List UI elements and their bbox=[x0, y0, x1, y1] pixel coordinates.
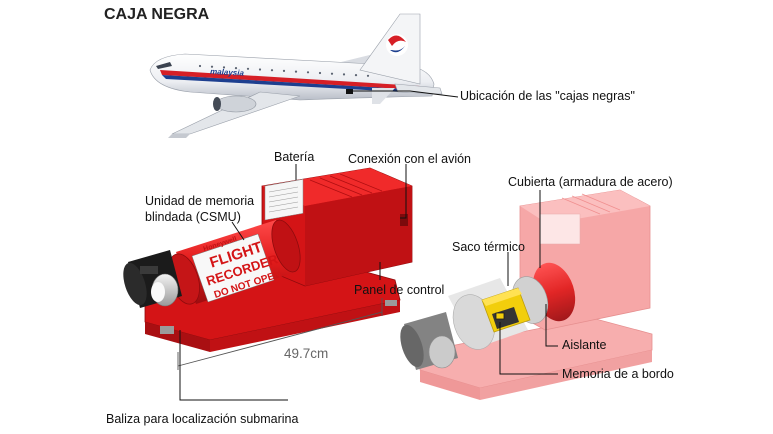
underwater-beacon bbox=[123, 250, 182, 308]
id-label-plate bbox=[264, 179, 304, 221]
label-memory-unit-line2: blindada (CSMU) bbox=[145, 210, 241, 224]
recorder-cutaway bbox=[400, 189, 653, 400]
diagram-title: CAJA NEGRA bbox=[104, 6, 210, 23]
airplane: malaysia bbox=[149, 13, 443, 138]
label-thermal-bag: Saco térmico bbox=[452, 240, 525, 254]
label-battery: Batería bbox=[274, 150, 315, 164]
label-connection: Conexión con el avión bbox=[348, 152, 471, 166]
airline-logo bbox=[386, 34, 408, 56]
label-control-panel: Panel de control bbox=[354, 283, 445, 297]
black-box-location-marker bbox=[346, 89, 353, 94]
label-beacon: Baliza para localización submarina bbox=[106, 412, 299, 426]
airline-livery-text: malaysia bbox=[210, 67, 245, 78]
dimension-line bbox=[177, 298, 383, 370]
label-onboard-memory: Memoria de a bordo bbox=[562, 367, 674, 381]
label-location: Ubicación de las "cajas negras" bbox=[460, 89, 635, 103]
label-memory-unit-line1: Unidad de memoria bbox=[145, 194, 255, 208]
label-cover: Cubierta (armadura de acero) bbox=[508, 175, 673, 189]
label-dimension: 49.7cm bbox=[284, 346, 329, 361]
flight-recorder bbox=[123, 167, 413, 352]
label-insulator: Aislante bbox=[562, 338, 607, 352]
